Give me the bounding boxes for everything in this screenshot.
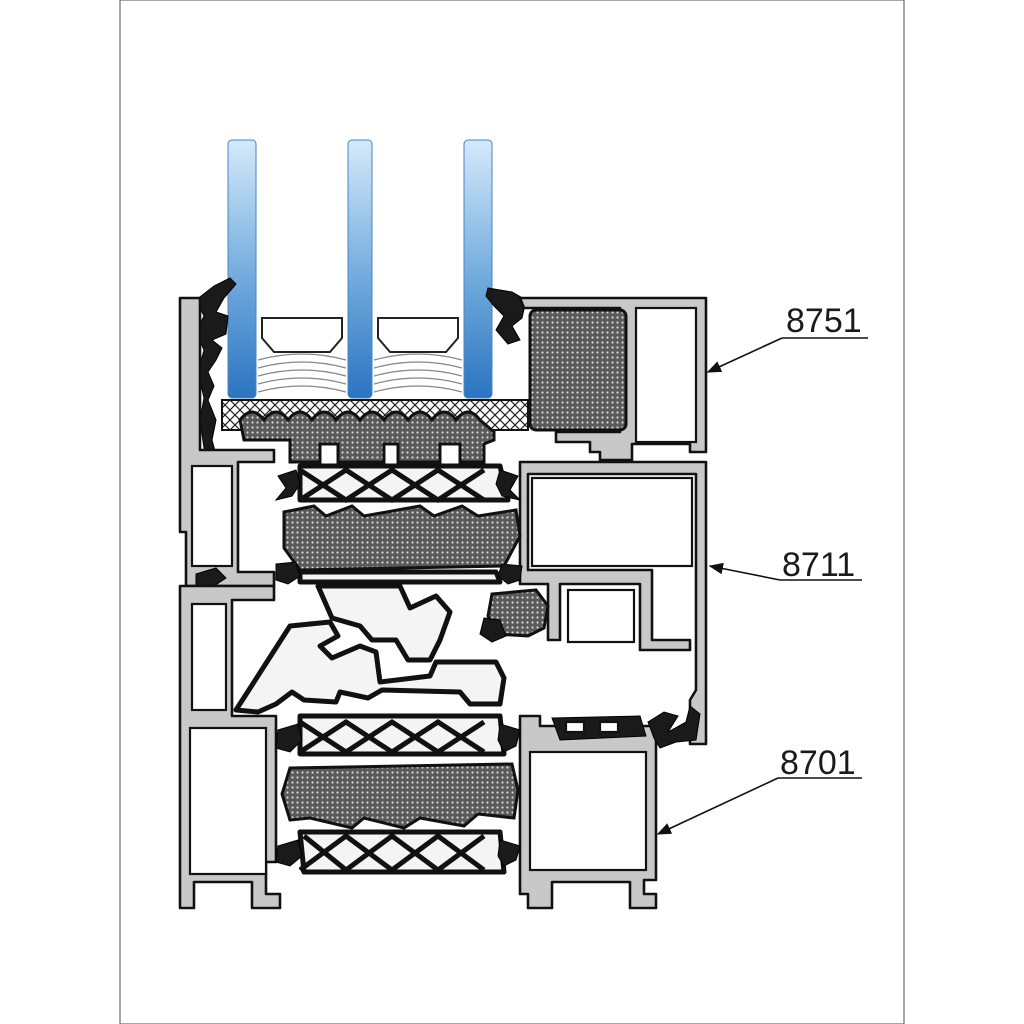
callout-8751: 8751 — [706, 302, 868, 373]
callout-label-8701: 8701 — [780, 744, 856, 782]
sash-profile — [178, 296, 708, 746]
frame-insulation-foam — [280, 762, 520, 830]
glass-pane-2 — [347, 139, 373, 399]
glazing-bead-profile — [518, 296, 708, 462]
frame-profile — [178, 584, 701, 910]
callout-label-8751: 8751 — [786, 302, 862, 340]
sash-insulation-foam — [282, 504, 522, 572]
bead-insulation-foam — [528, 308, 628, 432]
callout-label-8711: 8711 — [782, 546, 855, 584]
glass-support-foam — [238, 410, 496, 464]
spacer-bars — [261, 317, 459, 353]
glass-pane-1 — [227, 139, 257, 399]
callout-8701: 8701 — [656, 744, 862, 835]
callout-8711: 8711 — [708, 546, 862, 584]
secondary-seal — [257, 353, 463, 393]
triple-glazing — [227, 139, 493, 399]
glass-pane-3 — [463, 139, 493, 399]
